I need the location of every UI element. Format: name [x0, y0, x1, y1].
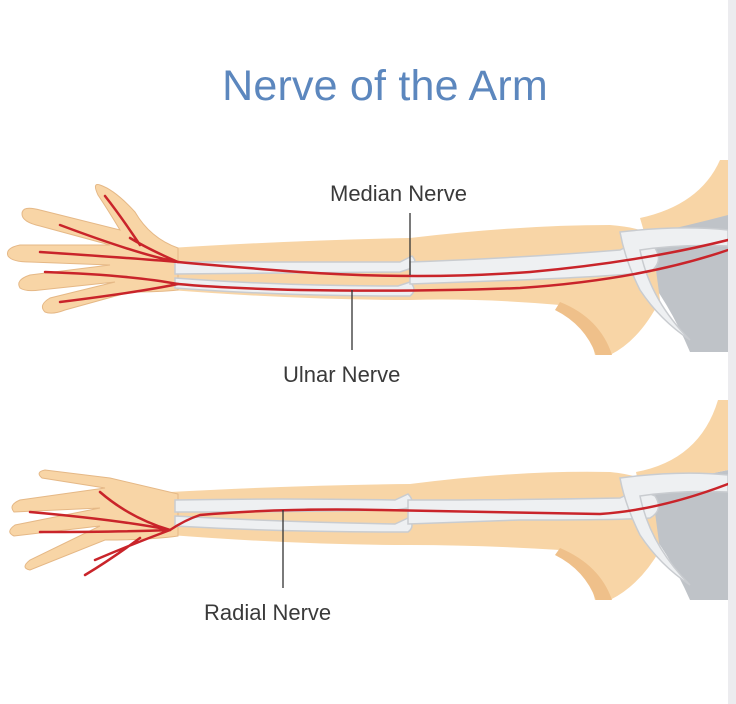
top-elbow-shadow: [555, 302, 612, 355]
ulnar-nerve-label: Ulnar Nerve: [283, 362, 401, 387]
ulnar-nerve-line: [176, 248, 730, 292]
hand-nerve-branches-bottom: [28, 490, 172, 577]
median-nerve-line: [176, 238, 730, 278]
top-nerves: [38, 194, 730, 304]
top-scapula: [619, 227, 729, 341]
top-shoulder-skin: [640, 160, 728, 235]
scrollbar[interactable]: [728, 0, 736, 704]
top-arm: [7, 160, 730, 355]
bottom-arm: [9, 400, 730, 600]
hand-nerve-branches-top: [38, 194, 180, 304]
bottom-shoulder-skin: [636, 400, 728, 490]
label-leaders: [282, 213, 411, 588]
bottom-scapula: [619, 472, 729, 586]
bottom-hand: [9, 469, 179, 571]
bottom-humerus-bone: [407, 491, 660, 525]
bottom-torso: [640, 470, 728, 600]
median-nerve-label: Median Nerve: [330, 181, 467, 206]
bottom-elbow-shadow: [555, 548, 612, 600]
bottom-nerves: [28, 482, 730, 577]
top-hand: [7, 184, 179, 314]
diagram-title: Nerve of the Arm: [222, 62, 548, 110]
radial-nerve-line: [168, 482, 730, 532]
radial-nerve-label: Radial Nerve: [204, 600, 332, 625]
bottom-ulna-bone: [174, 515, 413, 533]
